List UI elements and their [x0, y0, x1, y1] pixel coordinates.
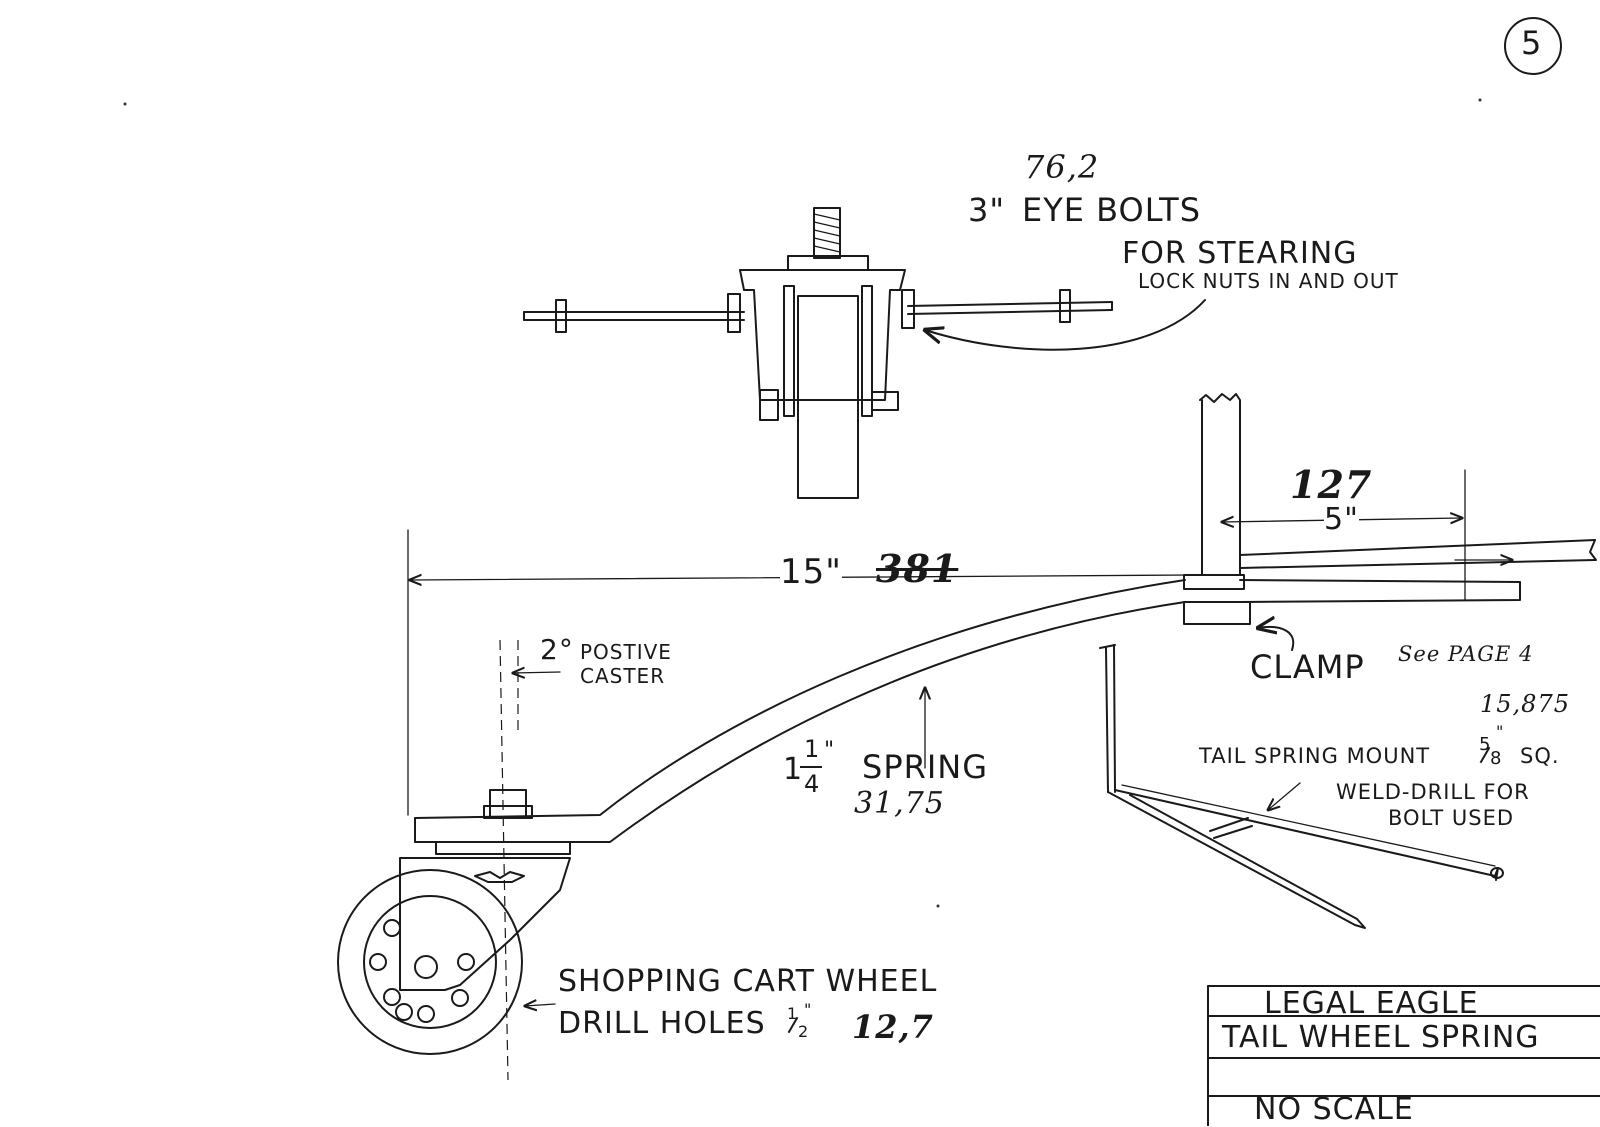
spring-frac-num: 1 — [804, 735, 821, 763]
clamp-note: See PAGE 4 — [1398, 642, 1534, 666]
spring-metric: 31,75 — [854, 786, 945, 821]
eye-bolt-size: 3" — [968, 191, 1006, 229]
steering-label: FOR STEARING — [1122, 236, 1358, 271]
wheel-frac-num: 1 — [787, 1004, 799, 1023]
mount-metric: 15,875 — [1480, 690, 1570, 718]
spring-whole: 1 — [783, 752, 804, 787]
spring-label: SPRING — [862, 748, 989, 786]
tail-spring-mount — [1099, 644, 1504, 929]
side-view — [337, 393, 1597, 1081]
page-number: 5 — [1521, 24, 1543, 62]
mount-size-num: 5 — [1479, 734, 1492, 755]
title-block — [1207, 985, 1600, 1126]
wheel-line1: SHOPPING CART WHEEL — [558, 964, 938, 999]
caster-line2: CASTER — [580, 664, 666, 688]
caster-degree: 2° — [540, 633, 574, 666]
caster-line1: POSTIVE — [580, 640, 672, 664]
dim-127: 127 — [1290, 462, 1373, 507]
eye-bolt-label: EYE BOLTS — [1022, 191, 1202, 229]
page-number-circle — [1504, 17, 1562, 75]
dim-381: 381 — [876, 546, 959, 591]
spring-fraction-bar — [800, 766, 822, 768]
lock-nuts-label: LOCK NUTS IN AND OUT — [1138, 269, 1399, 293]
spring-frac-den: 4 — [804, 770, 821, 798]
title-project: LEGAL EAGLE — [1264, 986, 1479, 1021]
spring-unit: " — [824, 738, 836, 763]
title-drawing: TAIL WHEEL SPRING — [1222, 1020, 1540, 1055]
dim-5-inch: 5" — [1324, 502, 1359, 537]
title-scale: NO SCALE — [1254, 1092, 1414, 1127]
weld-line1: WELD-DRILL FOR — [1336, 780, 1530, 804]
mount-label: TAIL SPRING MOUNT — [1199, 744, 1431, 768]
eye-bolt-metric: 76,2 — [1024, 148, 1100, 186]
wheel-metric: 12,7 — [852, 1008, 934, 1046]
dim-15-inch: 15" — [780, 552, 842, 592]
mount-size-den: 8 — [1490, 748, 1503, 769]
clamp-label: CLAMP — [1250, 648, 1365, 686]
weld-line2: BOLT USED — [1388, 806, 1515, 830]
wheel-line2: DRILL HOLES — [558, 1006, 766, 1041]
wheel-unit: " — [804, 1000, 813, 1019]
mount-unit: " — [1496, 722, 1505, 741]
mount-size-suffix: SQ. — [1520, 744, 1560, 768]
fork-top-view — [523, 207, 1206, 499]
wheel-frac-den: 2 — [798, 1022, 810, 1041]
